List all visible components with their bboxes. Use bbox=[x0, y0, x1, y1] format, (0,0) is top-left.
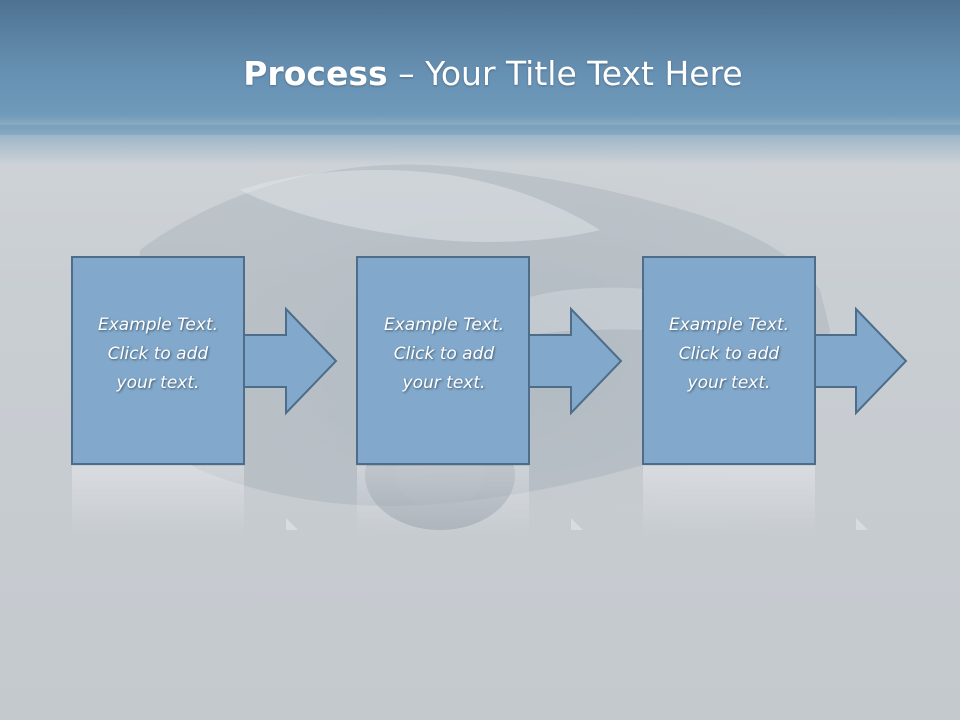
step-3-text[interactable]: Example Text. Click to add your text. bbox=[643, 311, 815, 398]
step-3-line-2: Click to add bbox=[678, 344, 780, 364]
step-1-line-3: your text. bbox=[116, 373, 200, 393]
step-reflections bbox=[72, 466, 868, 536]
step-1-box bbox=[71, 256, 245, 465]
step-1-line-1: Example Text. bbox=[97, 315, 219, 335]
step-3-reflection bbox=[643, 466, 815, 536]
step-2-line-3: your text. bbox=[402, 373, 486, 393]
arrow-2-reflection bbox=[571, 518, 583, 530]
step-3-box bbox=[642, 256, 816, 465]
process-step-2[interactable] bbox=[356, 256, 623, 465]
step-2-arrow-icon bbox=[528, 306, 623, 416]
title-bold: Process bbox=[243, 54, 388, 93]
step-2-reflection bbox=[357, 466, 529, 536]
step-3-line-1: Example Text. bbox=[668, 315, 790, 335]
step-2-box bbox=[356, 256, 530, 465]
process-step-3[interactable] bbox=[642, 256, 908, 465]
slide-title[interactable]: Process – Your Title Text Here bbox=[0, 52, 960, 96]
step-1-reflection bbox=[72, 466, 244, 536]
arrow-1-reflection bbox=[286, 518, 298, 530]
process-step-1[interactable] bbox=[71, 256, 338, 465]
title-rest: – Your Title Text Here bbox=[387, 54, 743, 93]
step-1-arrow-icon bbox=[243, 306, 338, 416]
step-2-line-1: Example Text. bbox=[383, 315, 505, 335]
step-3-arrow-icon bbox=[813, 306, 908, 416]
step-1-text[interactable]: Example Text. Click to add your text. bbox=[72, 311, 244, 398]
header-fade bbox=[0, 125, 960, 165]
header-band bbox=[0, 0, 960, 135]
step-3-line-3: your text. bbox=[687, 373, 771, 393]
step-2-line-2: Click to add bbox=[393, 344, 495, 364]
arrow-3-reflection bbox=[856, 518, 868, 530]
step-2-text[interactable]: Example Text. Click to add your text. bbox=[358, 311, 530, 398]
step-1-line-2: Click to add bbox=[107, 344, 209, 364]
